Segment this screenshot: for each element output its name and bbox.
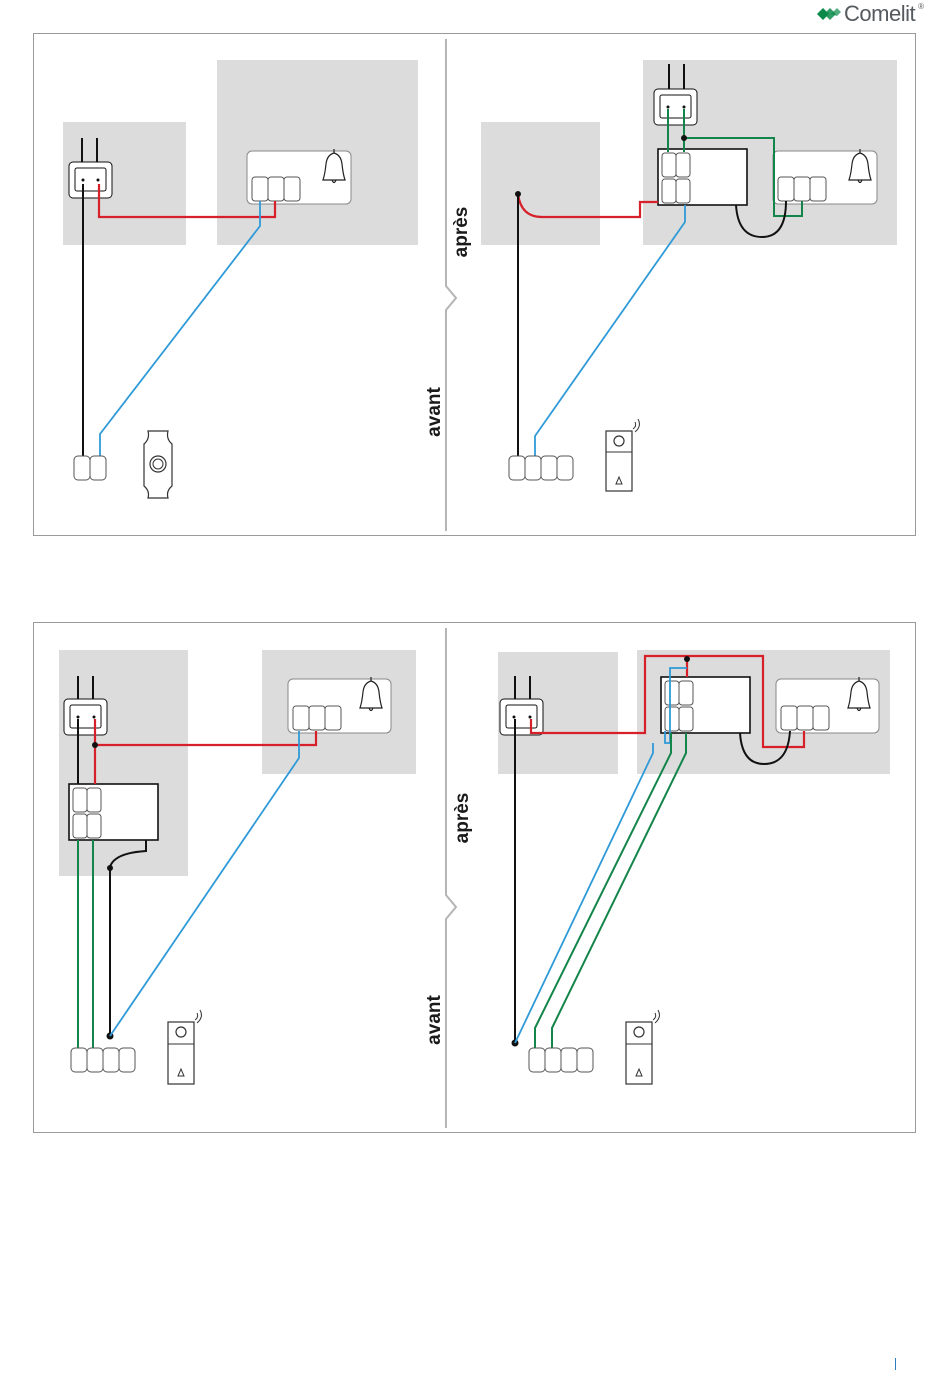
- before-after-divider: [446, 39, 456, 531]
- wiring-diagram-1: après avant: [34, 34, 917, 537]
- junction-dot: [681, 135, 687, 141]
- comelit-logo-icon: [817, 4, 841, 24]
- label-before: avant: [424, 387, 445, 437]
- brand-logo: Comelit ®: [817, 2, 924, 26]
- diagram-panel-1: après avant: [33, 33, 916, 536]
- video-doorbell-icon: [606, 419, 639, 491]
- label-after: après: [452, 793, 473, 844]
- chime-unit: [773, 149, 877, 204]
- chime-unit: [288, 677, 391, 733]
- doorbell-pushbutton-icon: [144, 431, 172, 498]
- diagram-panel-2: après avant: [33, 622, 916, 1133]
- terminal-block: [509, 456, 573, 480]
- wire-blue: [515, 743, 653, 1043]
- label-before: avant: [424, 995, 445, 1045]
- before-after-divider: [446, 628, 456, 1128]
- video-doorbell-icon: [168, 1010, 201, 1084]
- room-left: [481, 122, 600, 245]
- page-marker: [895, 1358, 896, 1370]
- transformer-module: [658, 149, 747, 205]
- junction-dot: [107, 865, 113, 871]
- junction-dot: [92, 742, 98, 748]
- transformer-module: [661, 677, 750, 733]
- wireless-signal-icon: [653, 1010, 659, 1023]
- wireless-signal-icon: [195, 1010, 201, 1023]
- terminal-block: [74, 456, 106, 480]
- wiring-diagram-2: après avant: [34, 623, 917, 1134]
- chime-unit: [247, 149, 351, 204]
- terminal-block: [71, 1048, 135, 1072]
- wireless-signal-icon: [633, 419, 639, 432]
- video-doorbell-icon: [626, 1010, 659, 1084]
- brand-name: Comelit: [844, 1, 915, 27]
- chime-unit: [776, 677, 879, 733]
- terminal-block: [529, 1048, 593, 1072]
- brand-registered-mark: ®: [918, 2, 924, 11]
- wire-green: [535, 733, 671, 1048]
- wire-green: [552, 733, 686, 1048]
- transformer-module: [69, 784, 158, 840]
- junction-dot: [684, 656, 690, 662]
- label-after: après: [451, 207, 472, 258]
